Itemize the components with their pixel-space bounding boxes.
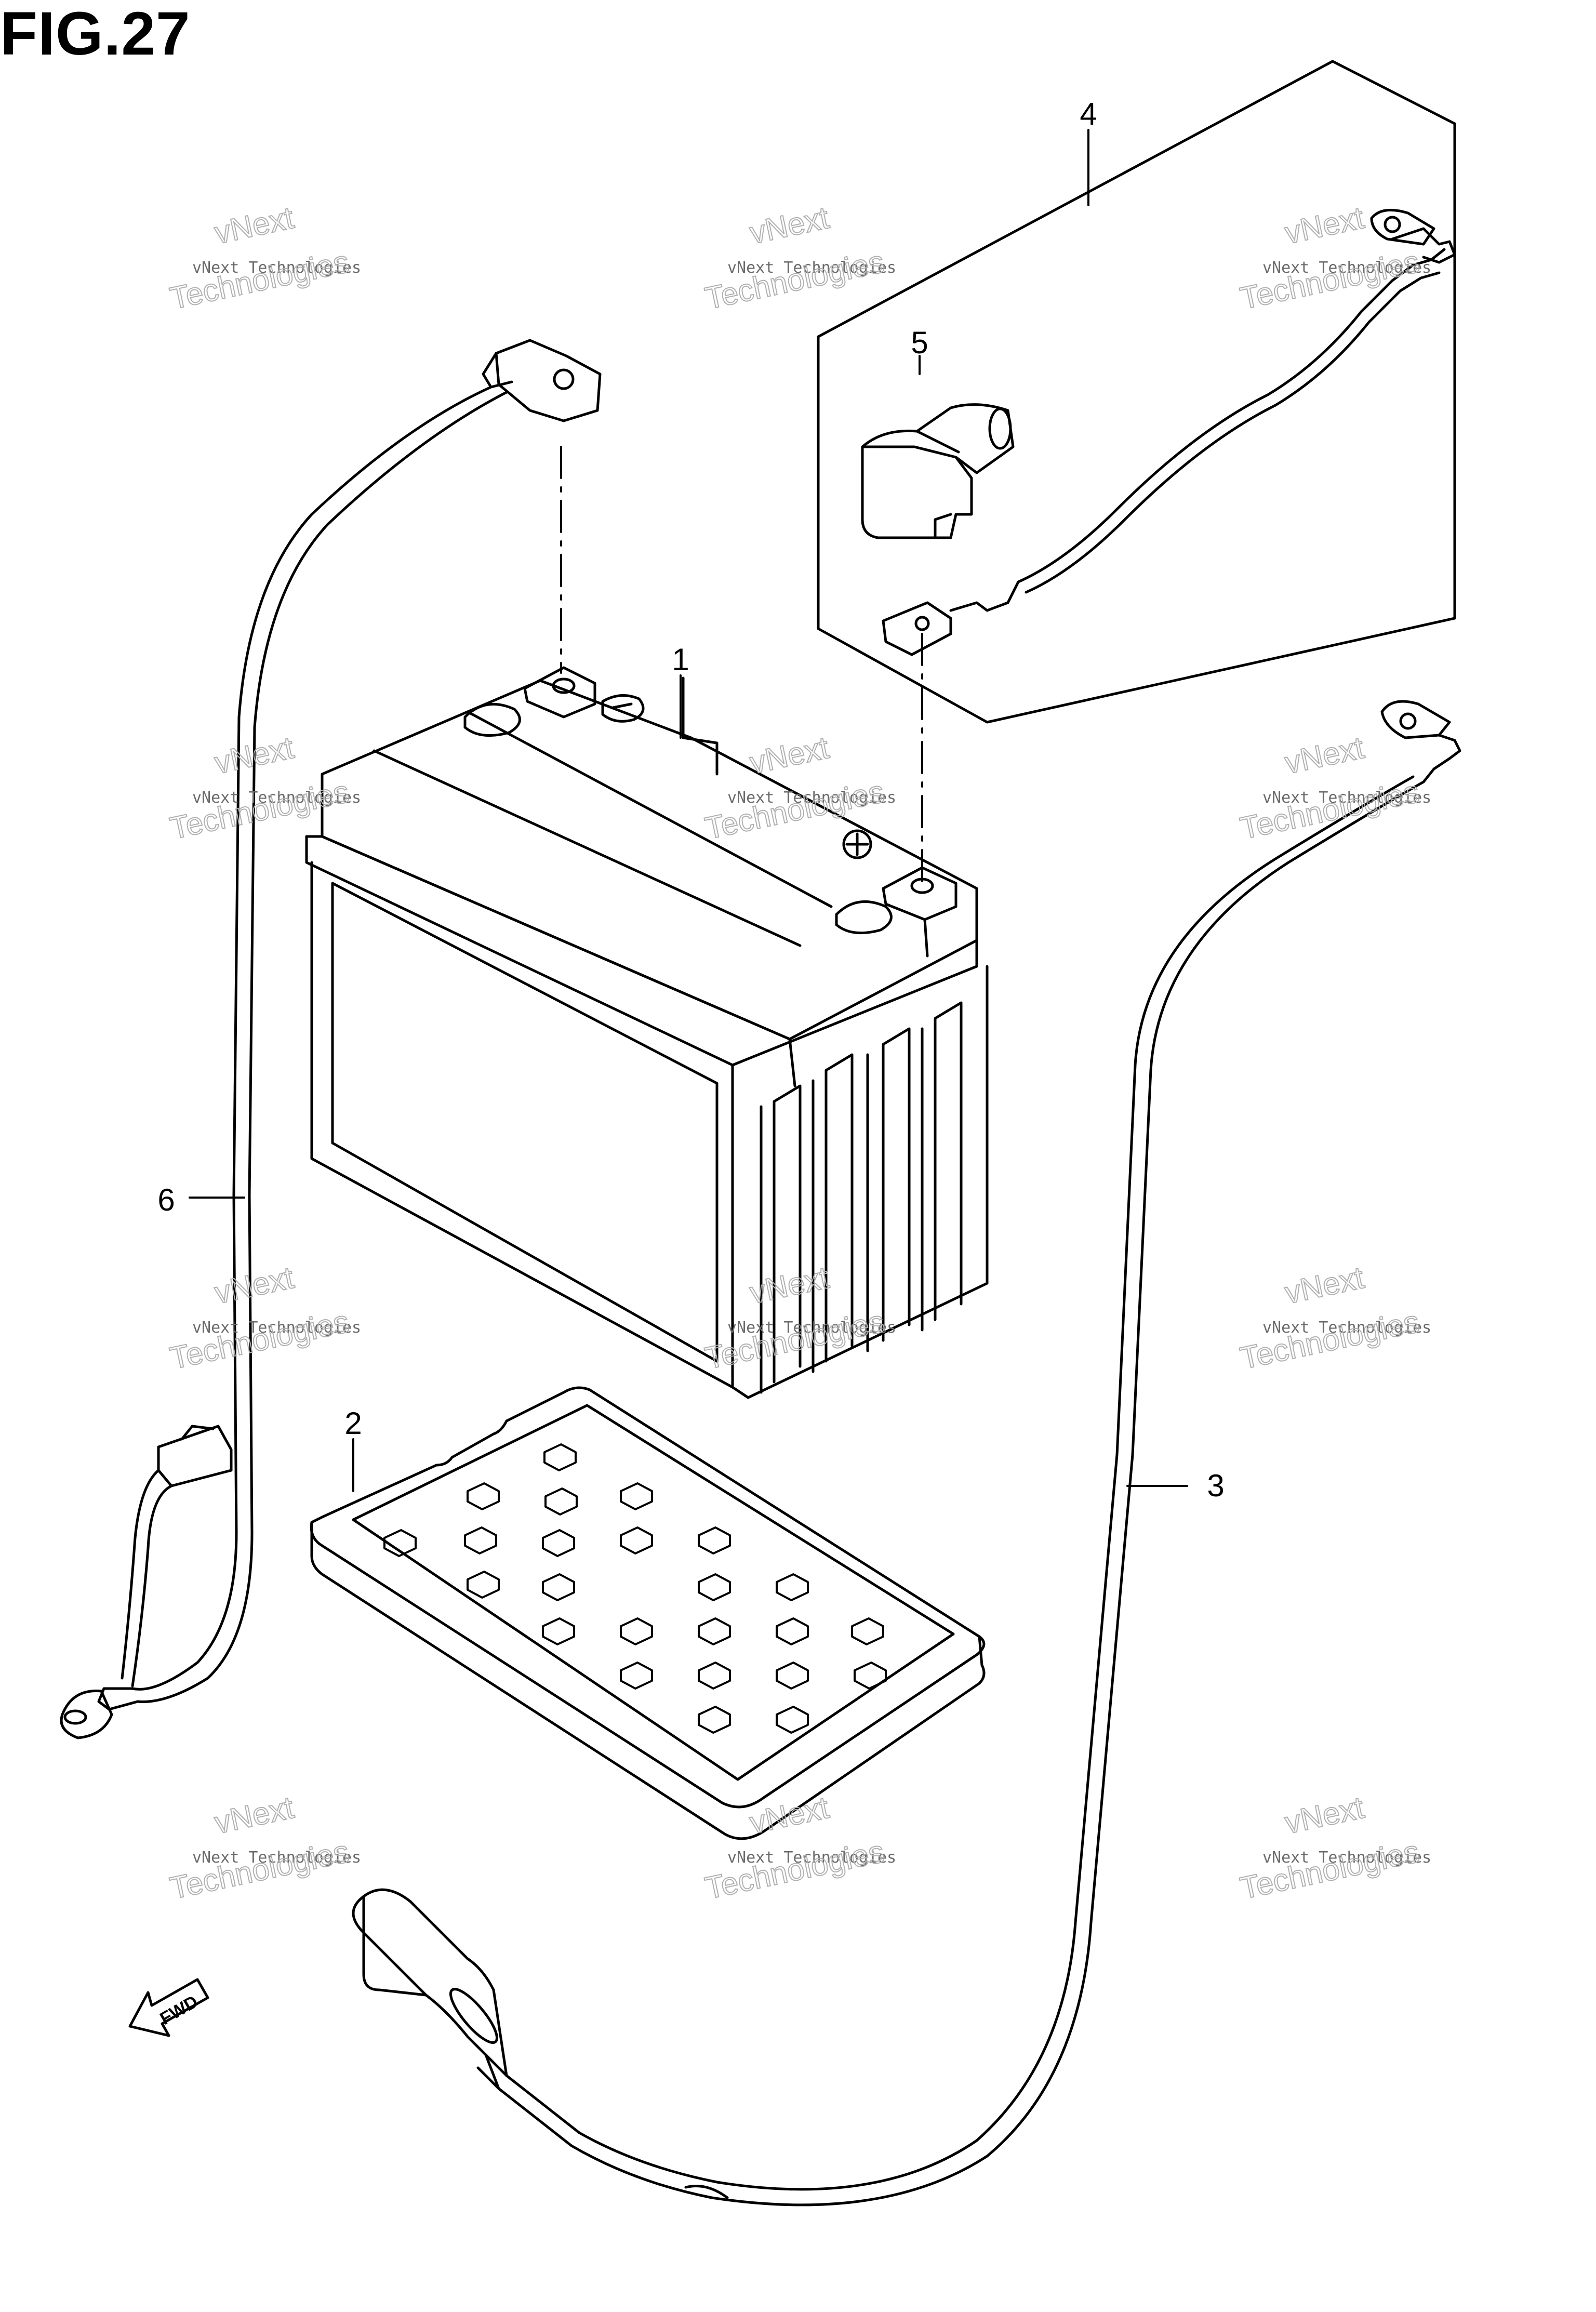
watermark-large-top: vNext (1282, 200, 1367, 250)
watermark-large-top: vNext (747, 200, 832, 250)
watermark-small: vNext Technologies (727, 259, 896, 277)
watermark-small: vNext Technologies (192, 259, 361, 277)
positive-cable-part-4 (882, 208, 1456, 656)
watermark-large: Technologies (1237, 1304, 1422, 1376)
watermark-large-top: vNext (211, 1260, 297, 1310)
watermark-large: Technologies (702, 1304, 887, 1376)
watermark: vNext Technologies Technologies vNext vN… (166, 200, 1431, 1906)
alignment-lines (560, 446, 923, 887)
callout-4: 4 (1080, 97, 1097, 131)
watermark-large-top: vNext (211, 200, 297, 250)
watermark-small: vNext Technologies (727, 1319, 896, 1337)
watermark-large: Technologies (1237, 1834, 1422, 1906)
watermark-large: Technologies (1237, 244, 1422, 316)
kit-panel-part-4 (817, 60, 1456, 724)
watermark-small: vNext Technologies (727, 789, 896, 807)
watermark-large: Technologies (702, 774, 887, 846)
watermark-large-top: vNext (747, 730, 832, 780)
callout-5: 5 (911, 325, 928, 360)
watermark-small: vNext Technologies (1262, 259, 1431, 277)
watermark-small: vNext Technologies (727, 1849, 896, 1867)
watermark-large: Technologies (167, 244, 352, 316)
watermark-large-top: vNext (211, 730, 297, 780)
tray-part-2 (310, 1386, 986, 1840)
watermark-large: Technologies (702, 244, 887, 316)
watermark-large: Technologies (167, 774, 352, 846)
watermark-large-top: vNext (1282, 730, 1367, 780)
watermark-large-top: vNext (1282, 1260, 1367, 1310)
callout-3: 3 (1207, 1468, 1224, 1503)
watermark-large: Technologies (1237, 774, 1422, 846)
terminal-cover-part-5 (861, 403, 1015, 539)
watermark-large-top: vNext (1282, 1790, 1367, 1840)
watermark-small: vNext Technologies (1262, 789, 1431, 807)
negative-cable-part-6 (60, 339, 602, 1739)
callout-6: 6 (157, 1182, 175, 1217)
callout-2: 2 (344, 1406, 362, 1441)
watermark-small: vNext Technologies (192, 1849, 361, 1867)
watermark-large: Technologies (167, 1834, 352, 1906)
watermark-large-top: vNext (747, 1790, 832, 1840)
battery-part-1 (305, 666, 989, 1399)
leader-lines (189, 129, 1188, 1492)
watermark-large-top: vNext (747, 1260, 832, 1310)
fwd-arrow-icon (128, 1978, 209, 2037)
watermark-large: Technologies (702, 1834, 887, 1906)
callout-1: 1 (672, 642, 689, 677)
cable-part-3 (352, 700, 1461, 2207)
watermark-large-top: vNext (211, 1790, 297, 1840)
watermark-small: vNext Technologies (192, 1319, 361, 1337)
watermark-small: vNext Technologies (1262, 1319, 1431, 1337)
watermark-small: vNext Technologies (1262, 1849, 1431, 1867)
figure-title: FIG.27 (0, 0, 191, 68)
watermark-small: vNext Technologies (192, 789, 361, 807)
watermark-large: Technologies (167, 1304, 352, 1376)
